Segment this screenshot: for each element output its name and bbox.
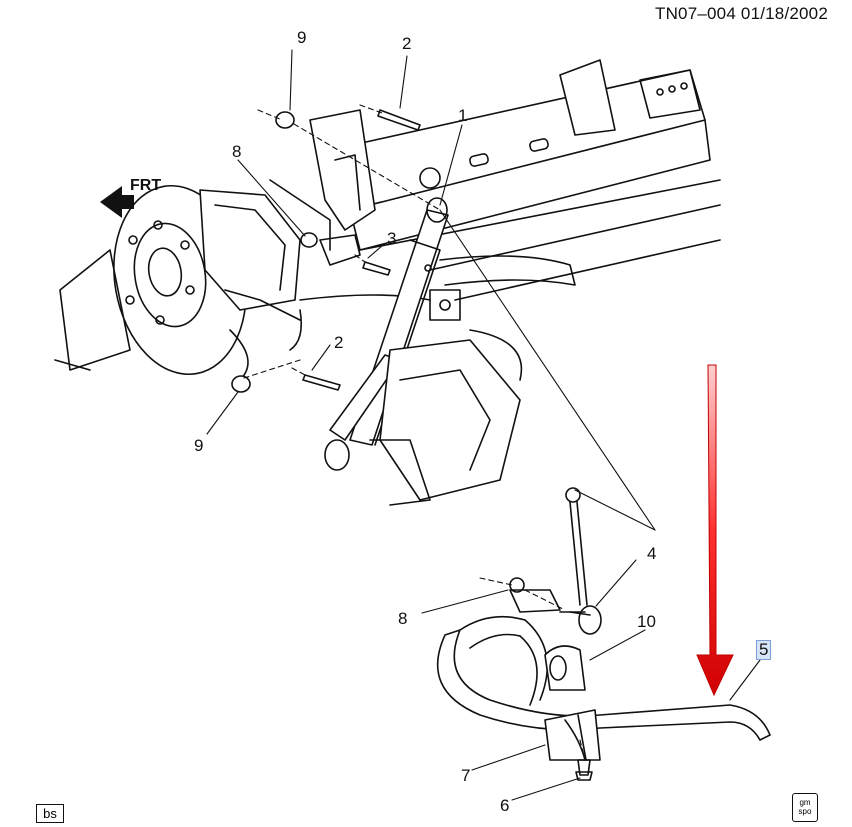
red-annotation-arrow	[696, 364, 734, 697]
callout-4: 4	[647, 544, 657, 563]
stabilizer-clamp	[544, 709, 601, 761]
callout-9-lower: 9	[194, 436, 204, 455]
stabilizer-insulator	[544, 645, 586, 691]
callout-2-lower: 2	[334, 333, 344, 352]
front-direction-arrow	[100, 186, 134, 218]
front-label: FRT	[130, 177, 162, 194]
callout-3: 3	[387, 229, 397, 248]
bolt-6	[575, 759, 593, 781]
callout-9-upper: 9	[297, 28, 307, 47]
callout-2-upper: 2	[402, 34, 412, 53]
upper-shock-bracket	[309, 109, 376, 266]
callout-1: 1	[458, 106, 468, 125]
brake-caliper	[199, 189, 303, 381]
callout-7: 7	[461, 766, 471, 785]
callout-10: 10	[637, 612, 656, 631]
frame-rail	[329, 59, 721, 301]
callout-6: 6	[500, 796, 510, 815]
stabilizer-bracket	[509, 577, 586, 613]
lower-control-arm	[369, 289, 523, 506]
view-code-box: bs	[36, 804, 64, 823]
leader-lines	[206, 49, 761, 801]
assembly-lines	[243, 104, 586, 761]
stabilizer-link	[565, 487, 602, 635]
callout-8-lower: 8	[398, 609, 408, 628]
diagram-reference-code: TN07–004 01/18/2002	[655, 4, 828, 23]
callout-8-upper: 8	[232, 142, 242, 161]
callout-5: 5	[756, 640, 772, 660]
gm-spo-logo: gm spo	[792, 793, 818, 822]
